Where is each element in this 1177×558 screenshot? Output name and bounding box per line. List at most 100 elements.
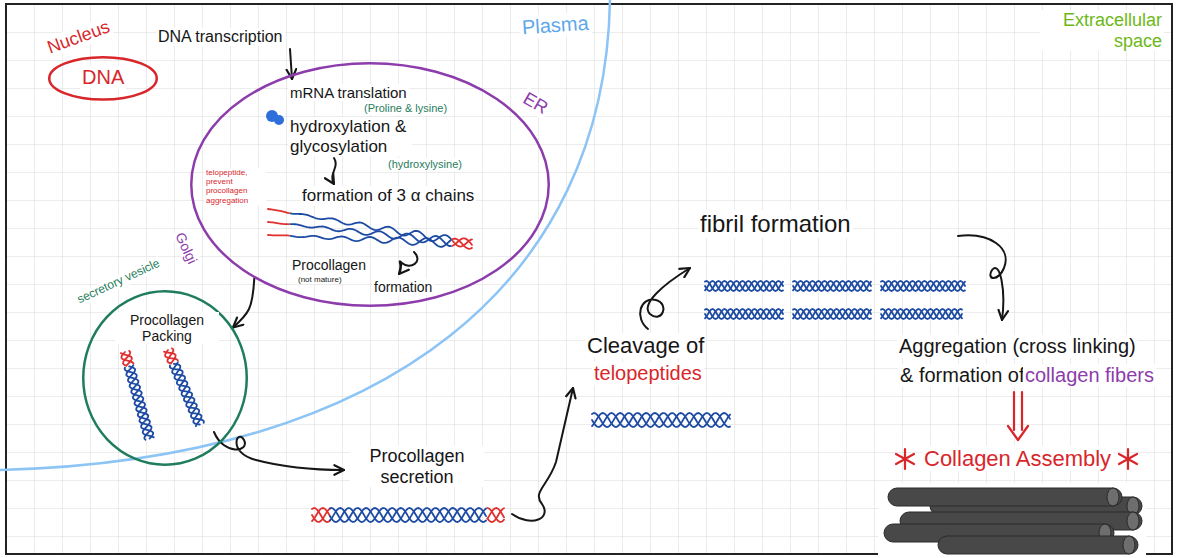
node-outline [83, 291, 247, 465]
process-step: formation [372, 279, 434, 295]
helix-strand [793, 309, 871, 319]
helix-strand [291, 236, 452, 247]
helix-drawings [121, 209, 965, 522]
process-step: Procollagen secretion [350, 446, 484, 487]
helix-strand [793, 309, 871, 319]
helix-strand [330, 508, 486, 522]
helix-strand [705, 309, 783, 319]
flow-arrow [640, 268, 690, 329]
dna-ellipse: DNA [48, 56, 158, 101]
helix-strand [705, 281, 783, 291]
helix-strand [592, 413, 730, 427]
process-step: Procollagen [290, 257, 368, 273]
node-outline [191, 63, 549, 306]
helix-strand [793, 281, 871, 291]
alpha-chains [268, 209, 472, 249]
triple-helix [121, 351, 154, 440]
process-step: collagen fibers [1023, 364, 1156, 387]
process-step: DNA transcription [156, 28, 285, 46]
triple-helix [705, 281, 783, 291]
helix-strand [126, 365, 153, 438]
helix-strand [128, 366, 154, 437]
triple-helix [592, 413, 730, 427]
helix-strand [881, 281, 965, 291]
secretory-vesicle: secretory vesicleProcollagen Packing [82, 290, 248, 466]
flow-arrows [214, 49, 1006, 521]
helix-strand [705, 309, 783, 319]
triple-helix [881, 281, 965, 291]
process-step: mRNA translation [288, 84, 409, 101]
helix-strand [291, 224, 452, 246]
helix-strand [168, 348, 174, 363]
region-label: Extracellular space [1040, 10, 1164, 51]
collagen-fiber-bundle [878, 483, 1146, 558]
helix-strand [881, 281, 965, 291]
region-label: Golgi [171, 228, 201, 268]
process-step: Cleavage of [585, 333, 706, 358]
er-golgi-ellipse: ER mRNA translation(Proline & lysine) hydr… [190, 62, 550, 307]
process-step: & formation of [898, 364, 1027, 387]
process-step: Aggregation (cross linking) [897, 335, 1138, 358]
helix-strand [881, 309, 962, 319]
helix-strand [488, 508, 505, 522]
process-step: telopeptides [592, 362, 704, 385]
flow-arrow [512, 388, 573, 521]
region-label: secretory vesicle [73, 256, 163, 308]
helix-strand [488, 508, 505, 522]
flow-connector [233, 278, 254, 327]
helix-strand [793, 309, 871, 319]
helix-strand [330, 508, 486, 522]
triple-helix [793, 309, 871, 319]
helix-strand [793, 281, 871, 291]
helix-strand [488, 508, 505, 518]
helix-strand [123, 351, 130, 366]
flow-arrow [332, 158, 335, 184]
helix-strand [881, 309, 962, 319]
helix-strand [312, 508, 330, 521]
plasma-membrane [0, 0, 610, 470]
note: (not mature) [296, 275, 344, 284]
helix-strand [312, 508, 330, 522]
triple-helix [793, 281, 871, 291]
note: (hydroxylysine) [386, 158, 464, 171]
helix-strand [312, 508, 330, 521]
region-label: Plasma [519, 11, 591, 39]
helix-strand [793, 281, 871, 291]
helix-strand [172, 362, 200, 424]
region-label: ER [517, 87, 552, 119]
note: telopeptide, prevent procollagen aggrega… [204, 168, 266, 205]
double-arrow [1008, 392, 1028, 440]
helix-strand [881, 281, 965, 291]
triple-helix [164, 348, 204, 426]
helix-strand [592, 413, 730, 427]
helix-strand [268, 209, 289, 213]
process-step: formation of 3 α chains [300, 186, 476, 206]
helix-strand [268, 222, 289, 224]
node-outline [49, 57, 157, 99]
process-step: Procollagen Packing [115, 312, 219, 344]
note: (Proline & lysine) [362, 102, 449, 115]
helix-strand [268, 234, 289, 236]
helix-strand [705, 309, 783, 319]
helix-strand [881, 309, 962, 319]
flow-arrow [399, 252, 417, 274]
region-label: Nucleus [42, 15, 114, 58]
process-step: hydroxylation & glycosylation [288, 117, 412, 156]
helix-strand [330, 508, 486, 522]
grid-frame [6, 4, 1172, 554]
process-step: fibril formation [698, 210, 853, 238]
helix-strand [174, 364, 202, 426]
ribosome [266, 110, 284, 125]
helix-strand [453, 239, 473, 249]
helix-strand [705, 281, 783, 291]
helix-strand [592, 413, 730, 427]
node-label: DNA [80, 66, 126, 89]
helix-strand [705, 281, 783, 291]
triple-helix [705, 309, 783, 319]
flow-arrow [958, 235, 1006, 320]
flow-arrow [214, 432, 344, 470]
